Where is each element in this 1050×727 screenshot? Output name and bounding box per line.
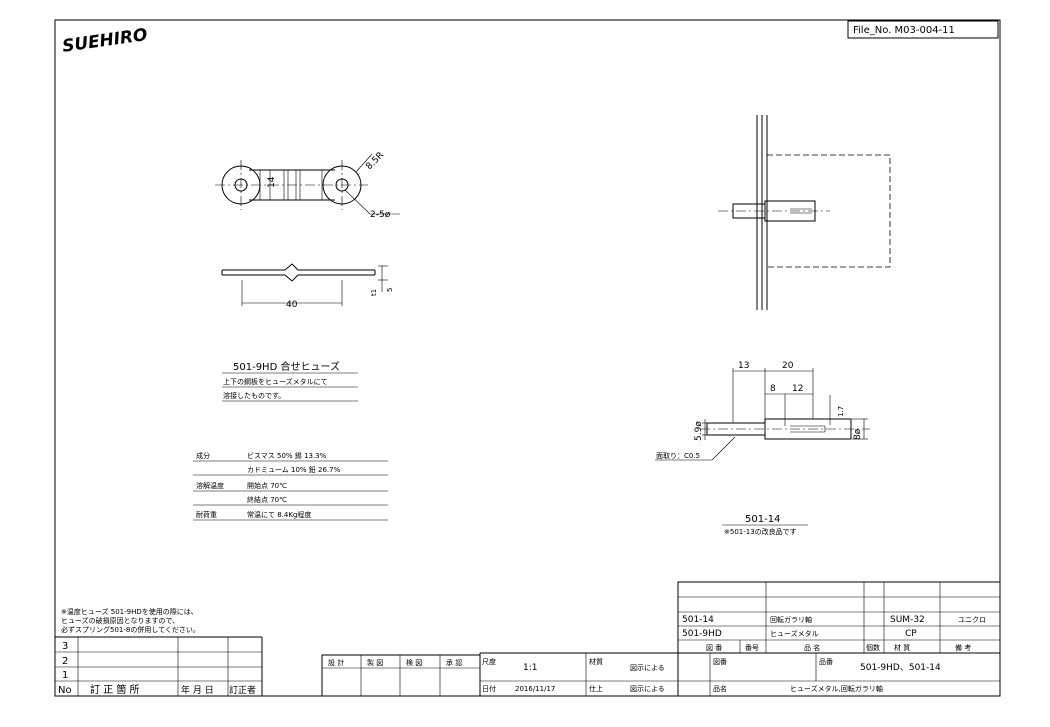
svg-text:501-9HD、501-14: 501-9HD、501-14 <box>860 663 941 673</box>
svg-text:承 認: 承 認 <box>446 658 462 667</box>
svg-text:2: 2 <box>62 656 68 667</box>
svg-text:501-9HD: 501-9HD <box>682 629 722 639</box>
svg-text:No: No <box>58 685 72 696</box>
svg-text:仕上: 仕上 <box>589 684 603 693</box>
usage-note-2: ヒューズの破損原因となりますので、 <box>61 616 179 625</box>
usage-note-3: 必ずスプリング501-8の併用してください。 <box>61 625 200 634</box>
composition-table: 成分 ビスマス 50% 錫 13.3% カドミューム 10% 鉛 26.7% 溶… <box>193 451 388 521</box>
shaft-detail: 13 20 8 12 1.7 8ø 5.9ø 面取り：C0.5 <box>655 361 870 461</box>
assembly-view <box>718 115 891 310</box>
svg-text:2016/11/17: 2016/11/17 <box>515 685 555 693</box>
svg-text:ユニクロ: ユニクロ <box>958 616 986 624</box>
sheet-border <box>54 19 1001 697</box>
svg-text:カドミューム 10% 鉛 26.7%: カドミューム 10% 鉛 26.7% <box>247 465 341 474</box>
svg-text:8.5R: 8.5R <box>364 150 386 172</box>
svg-text:図示による: 図示による <box>630 685 665 693</box>
svg-text:溶解温度: 溶解温度 <box>196 481 224 490</box>
svg-text:12: 12 <box>792 384 803 394</box>
file-no-box <box>847 20 999 39</box>
approval-block: 設 計 製 図 検 図 承 認 <box>321 654 481 697</box>
revision-table: 3 2 1 No 訂 正 箇 所 年 月 日 訂正者 <box>55 636 263 696</box>
svg-text:20: 20 <box>782 361 794 371</box>
svg-text:年 月 日: 年 月 日 <box>181 684 214 696</box>
svg-text:開始点 70℃: 開始点 70℃ <box>247 481 287 490</box>
svg-text:SUEHIRO: SUEHIRO <box>61 25 149 57</box>
svg-text:面取り：C0.5: 面取り：C0.5 <box>656 452 700 460</box>
svg-text:材質: 材質 <box>589 657 603 666</box>
suehiro-logo: SUEHIRO <box>61 25 149 57</box>
svg-text:8ø: 8ø <box>853 428 863 440</box>
fuse-desc-2: 溶接したものです。 <box>223 391 285 400</box>
svg-text:個数: 個数 <box>866 643 880 652</box>
fuse-plan-view: 14 8.5R 2-5ø <box>215 150 400 220</box>
svg-text:常温にて 8.4Kg程度: 常温にて 8.4Kg程度 <box>247 510 311 519</box>
svg-text:ヒューズメタル: ヒューズメタル <box>770 629 819 638</box>
svg-text:1:1: 1:1 <box>523 663 537 673</box>
svg-text:設 計: 設 計 <box>328 658 344 667</box>
svg-text:SUM-32: SUM-32 <box>890 615 925 625</box>
svg-text:t1: t1 <box>370 289 378 296</box>
svg-text:訂正者: 訂正者 <box>229 684 256 696</box>
svg-text:ヒューズメタル,回転ガラリ軸: ヒューズメタル,回転ガラリ軸 <box>790 684 883 693</box>
shaft-title: 501-14 <box>745 514 780 525</box>
title-block: 501-14 回転ガラリ軸 SUM-32 ユニクロ 501-9HD ヒューズメタ… <box>479 581 1001 697</box>
svg-text:図示による: 図示による <box>630 664 665 672</box>
fuse-title: 501-9HD 合せヒューズ <box>233 360 340 373</box>
svg-text:1: 1 <box>62 670 68 681</box>
fuse-desc-1: 上下の鋼板をヒューズメタルにて <box>223 377 328 386</box>
svg-text:2-5ø: 2-5ø <box>370 210 391 220</box>
svg-text:品名: 品名 <box>713 684 727 693</box>
svg-text:1.7: 1.7 <box>837 406 845 417</box>
svg-text:日付: 日付 <box>482 684 496 693</box>
svg-text:回転ガラリ軸: 回転ガラリ軸 <box>770 615 812 624</box>
shaft-note: ※501-13の改良品です <box>724 527 797 536</box>
svg-text:3: 3 <box>62 641 68 652</box>
svg-text:材 質: 材 質 <box>894 643 910 652</box>
svg-text:尺度: 尺度 <box>482 657 496 666</box>
svg-text:検 図: 検 図 <box>406 658 422 667</box>
svg-text:図番: 図番 <box>713 658 727 666</box>
svg-text:図 番: 図 番 <box>706 644 722 652</box>
svg-text:40: 40 <box>286 300 298 310</box>
fuse-side-view: 40 t1 5 <box>221 263 394 310</box>
svg-text:5.9ø: 5.9ø <box>694 421 704 441</box>
svg-text:訂 正 箇 所: 訂 正 箇 所 <box>90 683 140 696</box>
svg-text:成分: 成分 <box>196 451 210 460</box>
svg-text:501-14: 501-14 <box>682 615 714 625</box>
svg-text:備 考: 備 考 <box>955 643 971 652</box>
svg-text:5: 5 <box>386 288 394 292</box>
svg-text:品 名: 品 名 <box>804 643 820 652</box>
svg-text:終結点 70℃: 終結点 70℃ <box>247 495 287 504</box>
svg-text:8: 8 <box>770 384 776 394</box>
svg-text:番号: 番号 <box>745 644 759 652</box>
svg-text:製 図: 製 図 <box>367 658 383 667</box>
svg-text:14: 14 <box>267 176 277 188</box>
svg-text:耐荷重: 耐荷重 <box>196 510 217 519</box>
svg-text:13: 13 <box>738 361 749 371</box>
svg-text:CP: CP <box>905 629 917 639</box>
svg-text:品番: 品番 <box>819 658 833 666</box>
file-no: File_No. M03-004-11 <box>853 25 955 36</box>
svg-text:ビスマス 50% 錫 13.3%: ビスマス 50% 錫 13.3% <box>247 451 327 460</box>
usage-note-1: ※温度ヒューズ 501-9HDを使用の際には、 <box>61 607 198 616</box>
